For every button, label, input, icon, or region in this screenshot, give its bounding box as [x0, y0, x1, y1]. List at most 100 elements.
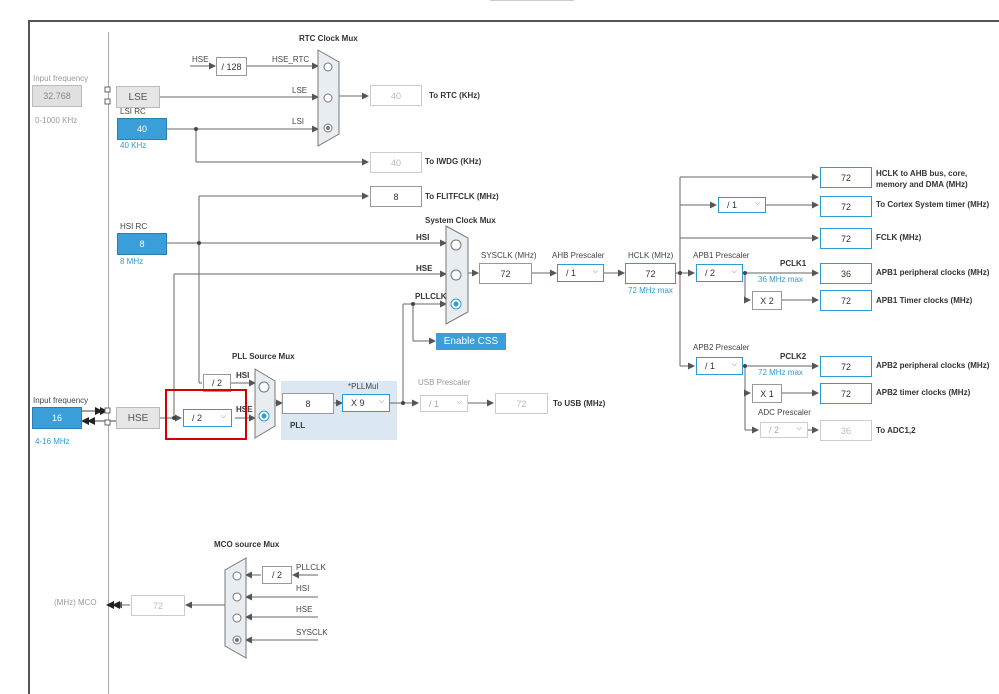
iwdg-output-value: 40: [370, 152, 422, 173]
lsi-freq: 40 KHz: [120, 141, 147, 150]
hse-input-frequency-label: Input frequency: [33, 396, 89, 405]
mco-mux-title: MCO source Mux: [214, 540, 280, 549]
apb2-prescaler-select[interactable]: / 1⌵: [696, 357, 743, 375]
apb1-timer-output[interactable]: 72: [820, 290, 872, 311]
chevron-down-icon: ⌵: [731, 268, 737, 276]
mco-mux-shape: [224, 557, 247, 659]
usb-prescaler-select[interactable]: / 1 ⌵: [420, 395, 468, 412]
chevron-down-icon: ⌵: [796, 425, 802, 433]
pll-source-mux-shape: [254, 368, 276, 439]
iwdg-output-label: To IWDG (KHz): [425, 157, 482, 166]
pll-src-hsi-label: HSI: [236, 371, 250, 380]
hse-pll-divider-select[interactable]: / 2 ⌵: [183, 409, 232, 427]
mco-hse-label: HSE: [296, 605, 313, 614]
hsi-rc-title: HSI RC: [120, 222, 148, 231]
sysclk-value[interactable]: 72: [479, 263, 532, 284]
ahb-prescaler-value: / 1: [566, 268, 577, 278]
cortex-output-label: To Cortex System timer (MHz): [876, 200, 990, 209]
ahb-prescaler-select[interactable]: / 1 ⌵: [557, 264, 604, 282]
pllmul-value: X 9: [351, 398, 365, 408]
fclk-output[interactable]: 72: [820, 228, 872, 249]
pclk2-label: PCLK2: [780, 352, 807, 361]
apb1-max: 36 MHz max: [758, 275, 803, 284]
mco-output-value: 72: [131, 595, 185, 616]
lse-source: LSE: [116, 86, 160, 108]
hclk-ahb-label-2: memory and DMA (MHz): [876, 180, 968, 189]
pll-source-mux-title: PLL Source Mux: [232, 352, 295, 361]
top-tab: [490, 0, 574, 1]
lsi-rc-title: LSI RC: [120, 107, 146, 116]
usb-output-label: To USB (MHz): [553, 399, 606, 408]
cortex-divider-value: / 1: [727, 200, 738, 210]
adc-prescaler-select[interactable]: / 2 ⌵: [760, 422, 808, 438]
mco-sysclk-label: SYSCLK: [296, 628, 328, 637]
chevron-down-icon: ⌵: [731, 361, 737, 369]
rtc-output-value: 40: [370, 85, 422, 106]
lse-input-frequency-field[interactable]: 32.768: [32, 85, 82, 107]
apb1-prescaler-select[interactable]: / 2 ⌵: [696, 264, 743, 282]
hclk-label: HCLK (MHz): [628, 251, 674, 260]
pllmul-select[interactable]: X 9 ⌵: [342, 394, 390, 412]
sys-mux-pllclk-label: PLLCLK: [415, 292, 447, 301]
hclk-max: 72 MHz max: [628, 286, 673, 295]
apb1-peripheral-output[interactable]: 36: [820, 263, 872, 284]
chevron-down-icon: ⌵: [592, 268, 598, 276]
rtc-hse-label: HSE: [192, 55, 209, 64]
flitfclk-output-value: 8: [370, 186, 422, 207]
adc-output: 36: [820, 420, 872, 441]
adc-output-label: To ADC1,2: [876, 426, 916, 435]
hse-rtc-label: HSE_RTC: [272, 55, 310, 64]
apb2-timer-multiplier: X 1: [752, 384, 782, 403]
enable-css-button[interactable]: Enable CSS: [436, 333, 506, 350]
diagram-frame: [28, 20, 999, 694]
sysclk-label: SYSCLK (MHz): [481, 251, 537, 260]
cortex-divider-select[interactable]: / 1 ⌵: [718, 197, 766, 213]
pll-label: PLL: [290, 421, 306, 430]
flitfclk-output-label: To FLITFCLK (MHz): [425, 192, 499, 201]
hclk-ahb-output[interactable]: 72: [820, 167, 872, 188]
highlight-box: [165, 389, 247, 440]
lse-input-frequency-label: Input frequency: [33, 74, 89, 83]
sys-mux-hse-label: HSE: [416, 264, 433, 273]
hse-pll-divider-value: / 2: [192, 413, 203, 423]
chevron-down-icon: ⌵: [378, 398, 384, 406]
rtc-mux-shape: [317, 49, 340, 147]
pllmul-label: *PLLMul: [348, 382, 379, 391]
adc-prescaler-value: / 2: [769, 425, 780, 435]
hsi-rc-value[interactable]: 8: [117, 233, 167, 255]
apb1-prescaler-label: APB1 Prescaler: [693, 251, 750, 260]
apb1-timer-label: APB1 Timer clocks (MHz): [876, 296, 973, 305]
left-bus-line: [108, 32, 109, 694]
cortex-output[interactable]: 72: [820, 196, 872, 217]
apb1-timer-multiplier: X 2: [752, 291, 782, 310]
lsi-rc-value[interactable]: 40: [117, 118, 167, 140]
hse-input-frequency-field[interactable]: 16: [32, 407, 82, 429]
usb-prescaler-value: / 1: [429, 398, 440, 409]
pllclk-div-2: / 2: [262, 566, 292, 584]
apb2-peripheral-label: APB2 peripheral clocks (MHz): [876, 361, 990, 370]
hsi-div-2: / 2: [203, 374, 231, 392]
hse-source: HSE: [116, 407, 160, 429]
pll-input-value: 8: [282, 393, 334, 414]
apb2-peripheral-output[interactable]: 72: [820, 356, 872, 377]
system-clock-mux-title: System Clock Mux: [425, 216, 496, 225]
apb1-prescaler-value: / 2: [705, 268, 716, 278]
apb2-prescaler-label: APB2 Prescaler: [693, 343, 750, 352]
apb2-timer-output[interactable]: 72: [820, 383, 872, 404]
hclk-ahb-label-1: HCLK to AHB bus, core,: [876, 169, 968, 178]
chevron-down-icon: ⌵: [456, 398, 462, 406]
hse-div-128: / 128: [216, 57, 247, 76]
apb2-max: 72 MHz max: [758, 368, 803, 377]
hclk-value[interactable]: 72: [625, 263, 676, 284]
chevron-down-icon: ⌵: [754, 200, 760, 208]
system-clock-mux-shape: [445, 225, 469, 325]
ahb-prescaler-label: AHB Prescaler: [552, 251, 605, 260]
rtc-lsi-label: LSI: [292, 117, 305, 126]
chevron-down-icon: ⌵: [220, 413, 226, 421]
rtc-output-label: To RTC (KHz): [429, 91, 480, 100]
apb2-timer-label: APB2 timer clocks (MHz): [876, 388, 971, 397]
sys-mux-hsi-label: HSI: [416, 233, 430, 242]
usb-output-value: 72: [495, 393, 548, 414]
mco-pllclk-label: PLLCLK: [296, 563, 326, 572]
adc-prescaler-label: ADC Prescaler: [758, 408, 811, 417]
